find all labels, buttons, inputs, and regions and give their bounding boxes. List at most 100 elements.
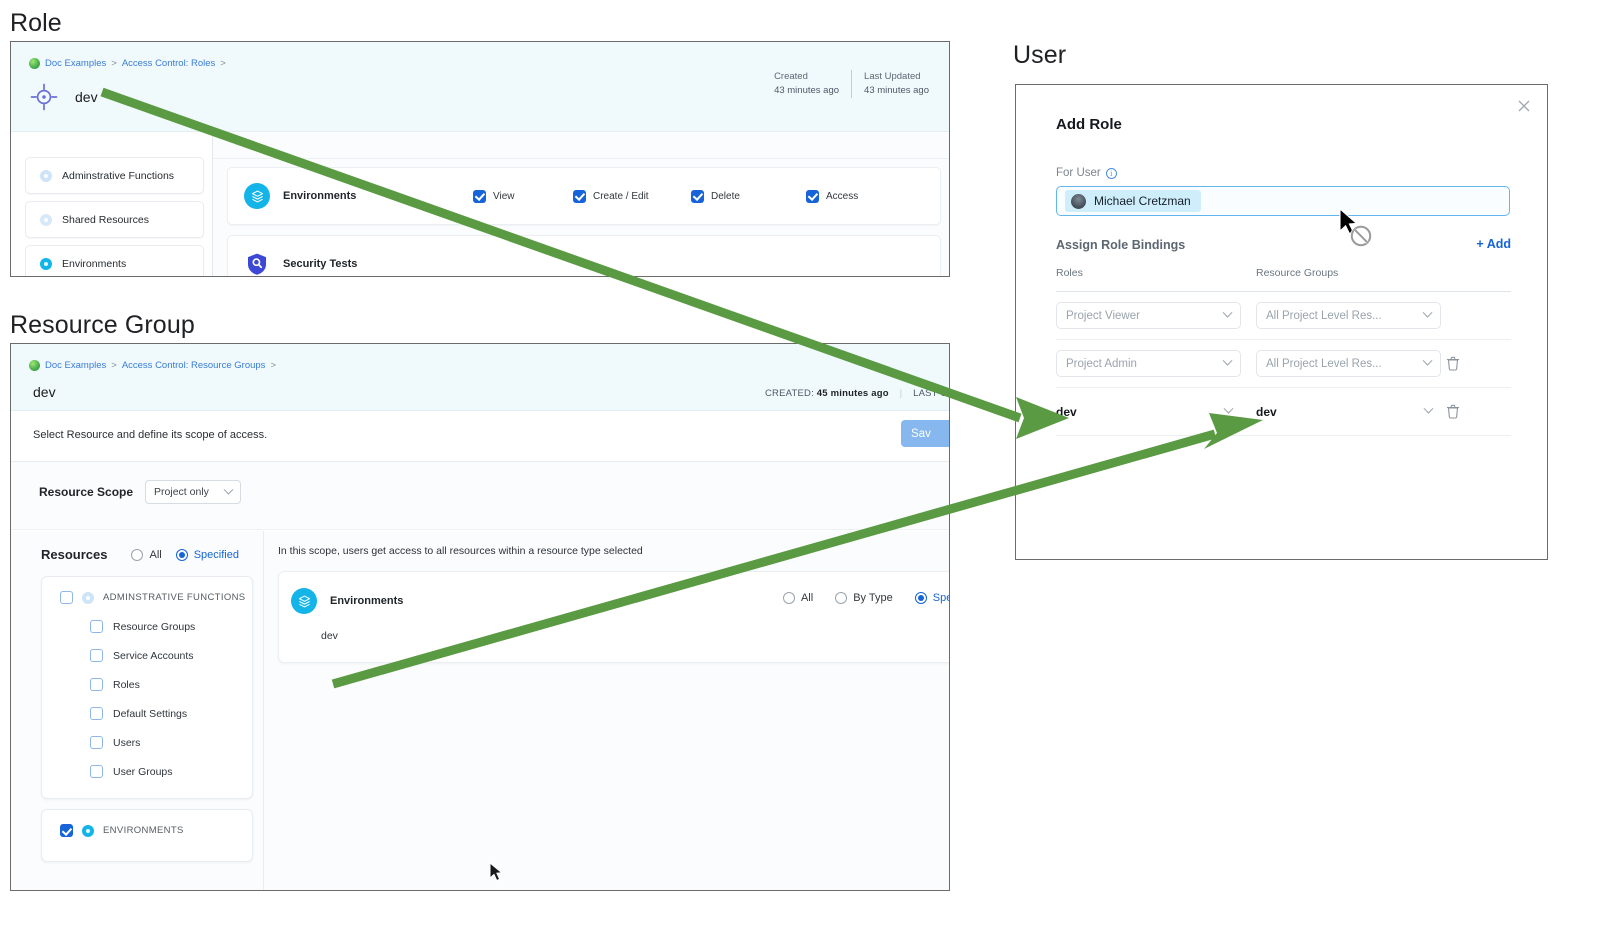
radio-icon[interactable] <box>131 548 144 561</box>
breadcrumb-section[interactable]: Access Control: Resource Groups <box>121 360 266 371</box>
resource-group-select[interactable]: All Project Level Res... <box>1256 302 1441 329</box>
add-binding-button[interactable]: + Add <box>1476 237 1511 251</box>
permission-label: Create / Edit <box>593 190 649 202</box>
resource-group-panel: Doc Examples > Access Control: Resource … <box>10 343 950 891</box>
category-dot-icon <box>82 824 94 837</box>
table-row[interactable]: Environments View Create / Edit Delet <box>227 167 941 225</box>
radio-selected-icon[interactable] <box>914 592 927 604</box>
updated-label: Last Updated <box>864 71 921 82</box>
role-section-caption: Role <box>10 9 62 37</box>
permission-view[interactable]: View <box>473 189 573 203</box>
resource-scope-bar: Resource Scope Project only <box>11 462 949 530</box>
role-panel: Doc Examples > Access Control: Roles > <box>10 41 950 277</box>
list-item[interactable]: Default Settings <box>42 699 252 728</box>
env-option-specified[interactable]: Specified <box>914 592 949 604</box>
checkbox-checked-icon[interactable] <box>806 189 819 203</box>
role-title: dev <box>75 89 98 105</box>
checkbox-icon[interactable] <box>90 736 103 749</box>
radio-icon[interactable] <box>835 592 848 604</box>
group-label: ENVIRONMENTS <box>103 825 184 836</box>
resources-option-all[interactable]: All <box>131 548 162 561</box>
sidebar-item-environments[interactable]: Environments <box>25 245 204 276</box>
resource-group-administrative-functions: ADMINSTRATIVE FUNCTIONS Resource Groups … <box>41 576 253 799</box>
delete-row-icon[interactable] <box>1446 356 1460 371</box>
breadcrumb-separator: > <box>111 360 117 371</box>
resource-group-value: All Project Level Res... <box>1266 357 1382 370</box>
env-option-by-type[interactable]: By Type <box>835 592 893 604</box>
checkbox-icon[interactable] <box>90 620 103 633</box>
user-chip-label: Michael Cretzman <box>1094 194 1191 208</box>
dialog-title: Add Role <box>1056 116 1122 133</box>
category-dot-icon <box>40 213 52 226</box>
avatar <box>1071 193 1086 209</box>
list-item[interactable]: Resource Groups <box>42 612 252 641</box>
checkbox-checked-icon[interactable] <box>473 189 486 203</box>
env-option-all[interactable]: All <box>782 592 813 604</box>
sidebar-item-label: Environments <box>62 257 127 270</box>
checkbox-checked-icon[interactable] <box>691 189 704 203</box>
created-value: 43 minutes ago <box>774 84 840 96</box>
permission-create-edit[interactable]: Create / Edit <box>573 189 691 203</box>
category-dot-icon <box>40 257 52 270</box>
checkbox-checked-icon[interactable] <box>60 824 73 837</box>
resource-group-value: dev <box>1256 404 1277 419</box>
breadcrumb-section[interactable]: Access Control: Roles <box>121 58 216 69</box>
checkbox-icon[interactable] <box>60 591 73 604</box>
resource-group-timestamps: CREATED: 45 minutes ago | LAST UPD <box>765 388 949 399</box>
role-select[interactable]: Project Admin <box>1056 350 1241 377</box>
close-icon[interactable] <box>1515 97 1533 115</box>
info-icon[interactable]: i <box>1105 167 1117 179</box>
list-item[interactable]: Users <box>42 728 252 757</box>
checkbox-icon[interactable] <box>90 765 103 778</box>
checkbox-checked-icon[interactable] <box>573 189 586 203</box>
resource-group-select[interactable]: dev <box>1256 403 1441 419</box>
permission-delete[interactable]: Delete <box>691 189 806 203</box>
list-item[interactable]: Service Accounts <box>42 641 252 670</box>
resource-group-section-caption: Resource Group <box>10 311 195 339</box>
list-item[interactable]: User Groups <box>42 757 252 786</box>
resource-group-select[interactable]: All Project Level Res... <box>1256 350 1441 377</box>
table-row[interactable]: Security Tests <box>227 235 941 276</box>
environments-selected-item[interactable]: dev <box>321 630 338 642</box>
list-item[interactable]: Roles <box>42 670 252 699</box>
permission-access[interactable]: Access <box>806 189 859 203</box>
radio-label: All <box>149 548 162 561</box>
resource-group-cell: All Project Level Res... <box>1256 302 1446 329</box>
breadcrumb: Doc Examples > Access Control: Roles > <box>29 58 226 69</box>
breadcrumb-project[interactable]: Doc Examples <box>45 58 107 69</box>
delete-row-icon[interactable] <box>1446 404 1460 419</box>
list-item-label: User Groups <box>113 765 173 778</box>
permission-row-name: Environments <box>283 190 357 202</box>
resources-option-specified[interactable]: Specified <box>175 548 239 561</box>
save-button[interactable]: Sav <box>901 420 949 447</box>
role-cell: dev <box>1056 403 1256 419</box>
for-user-label: For User <box>1056 167 1101 179</box>
radio-icon[interactable] <box>782 592 795 604</box>
resource-scope-value: Project only <box>154 486 209 498</box>
resource-group-subheader: Select Resource and define its scope of … <box>11 412 949 462</box>
checkbox-icon[interactable] <box>90 707 103 720</box>
permission-label: Access <box>826 190 859 202</box>
role-category-sidebar: Adminstrative Functions Shared Resources… <box>11 133 213 276</box>
breadcrumb-project[interactable]: Doc Examples <box>45 360 107 371</box>
sidebar-item-shared-resources[interactable]: Shared Resources <box>25 201 204 238</box>
role-permissions-area: Environments View Create / Edit Delet <box>213 133 949 276</box>
resource-group-header: Doc Examples > Access Control: Resource … <box>11 344 949 411</box>
resource-scope-select[interactable]: Project only <box>145 480 241 504</box>
user-chip[interactable]: Michael Cretzman <box>1065 190 1201 212</box>
group-header[interactable]: ADMINSTRATIVE FUNCTIONS <box>42 591 252 604</box>
checkbox-icon[interactable] <box>90 678 103 691</box>
user-select-input[interactable]: Michael Cretzman <box>1056 186 1510 216</box>
sidebar-item-administrative-functions[interactable]: Adminstrative Functions <box>25 157 204 194</box>
checkbox-icon[interactable] <box>90 649 103 662</box>
group-header[interactable]: ENVIRONMENTS <box>42 824 252 837</box>
resources-selector: Resources All Specified ADMINSTRATIVE <box>11 531 263 890</box>
assign-role-bindings-label: Assign Role Bindings <box>1056 238 1186 252</box>
radio-selected-icon[interactable] <box>175 548 188 561</box>
environments-icon <box>291 588 317 614</box>
table-row: Project Admin All Project Level Res... <box>1056 340 1511 388</box>
role-select[interactable]: Project Viewer <box>1056 302 1241 329</box>
role-select[interactable]: dev <box>1056 403 1241 419</box>
resource-group-body: Resources All Specified ADMINSTRATIVE <box>11 531 949 890</box>
group-label: ADMINSTRATIVE FUNCTIONS <box>103 592 246 603</box>
